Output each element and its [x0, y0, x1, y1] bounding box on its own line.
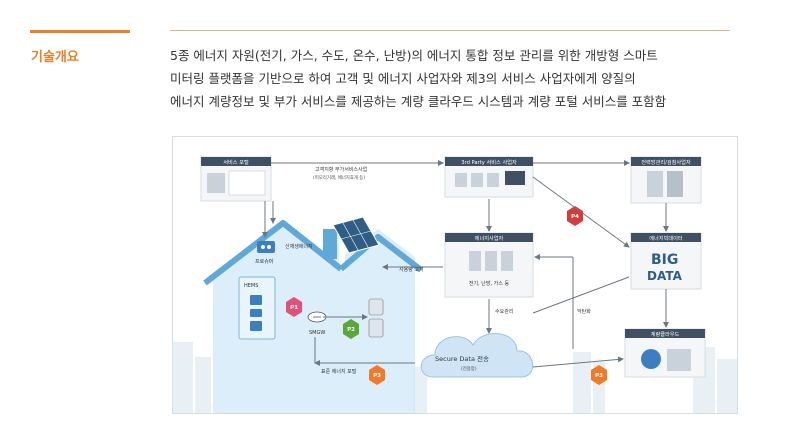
smart-meter-icons — [368, 298, 384, 338]
badge-p4: P4 — [567, 206, 583, 226]
metering-cloud-box — [624, 328, 706, 378]
power-exchange-title: 전력망관리/검침사업자 — [641, 158, 691, 166]
solar-panel-icon — [332, 216, 380, 254]
badge-p2: P2 — [343, 319, 359, 339]
section-rule — [170, 30, 730, 31]
big-data-word-data: DATA — [647, 269, 683, 283]
customer-service-label: 고객지향 부가서비스사업 — [315, 166, 367, 173]
svg-text:P3: P3 — [595, 373, 603, 379]
third-party-title: 3rd Party 서비스 사업자 — [461, 158, 517, 166]
connection-arrows — [262, 160, 669, 368]
svg-text:P4: P4 — [571, 214, 579, 220]
power-exchange-box — [630, 156, 702, 204]
hems-label: HEMS — [244, 283, 258, 289]
smgw-router-icon — [307, 311, 327, 323]
customer-service-sub-label: (미모리거래, 에너지효개 등) — [313, 174, 365, 181]
metering-cloud-title: 계량클라우드 — [651, 330, 680, 338]
standard-portal-label: 표준 에너지 포털 — [321, 368, 357, 375]
section-label: 기술개요 — [31, 50, 79, 65]
svg-text:P3: P3 — [373, 373, 381, 379]
secure-data-cloud — [420, 333, 534, 378]
description-line-2: 미터링 플랫폼을 기반으로 하여 고객 및 에너지 사업자와 제3의 서비스 사… — [170, 71, 636, 86]
energy-provider-detail: 전기, 난방, 가스 등 — [469, 280, 510, 287]
service-portal-title: 서비스 포털 — [223, 158, 249, 166]
section-rule-accent — [30, 30, 130, 33]
energy-provider-box — [444, 232, 534, 298]
badge-p3-right: P3 — [591, 365, 607, 385]
energy-provider-title: 에너지사업자 — [475, 234, 504, 242]
secure-data-sub-label: (전용망) — [461, 365, 477, 372]
third-party-box — [444, 156, 534, 198]
load-sharing-label: 악탄화 — [577, 308, 591, 315]
city-skyline — [173, 342, 737, 413]
secure-data-label: Secure Data 전송 — [435, 354, 489, 363]
big-data-box — [630, 232, 702, 290]
svg-text:P1: P1 — [290, 305, 298, 311]
big-data-title: 에너지빅데이터 — [649, 234, 683, 242]
demand-mgmt-label: 수요관리 — [495, 308, 513, 315]
hems-device-icons — [250, 295, 262, 331]
badge-p3-left: P3 — [369, 365, 385, 385]
badge-p1: P1 — [286, 297, 302, 317]
svg-text:P2: P2 — [347, 327, 355, 333]
description-line-3: 에너지 계량정보 및 부가 서비스를 제공하는 계량 클라우드 시스템과 계량 … — [170, 94, 667, 109]
big-data-word-big: BIG — [651, 252, 678, 268]
system-diagram: 신재생에너지 프로슈머 HEMS SMGW P1 P2 P3 P3 — [172, 136, 738, 414]
smgw-label: SMGW — [309, 330, 325, 336]
service-portal-box — [200, 156, 272, 202]
renewable-label: 신재생에너지 — [285, 243, 313, 250]
description-line-1: 5종 에너지 자원(전기, 가스, 수도, 온수, 난방)의 에너지 통합 정보… — [170, 48, 658, 63]
prosumer-icon — [257, 241, 275, 253]
description: 5종 에너지 자원(전기, 가스, 수도, 온수, 난방)의 에너지 통합 정보… — [170, 44, 760, 113]
usage-notice-label: 사용량 고지 — [399, 266, 424, 273]
diagram-canvas: 신재생에너지 프로슈머 HEMS SMGW P1 P2 P3 P3 — [173, 156, 737, 413]
prosumer-label: 프로슈머 — [255, 258, 273, 265]
